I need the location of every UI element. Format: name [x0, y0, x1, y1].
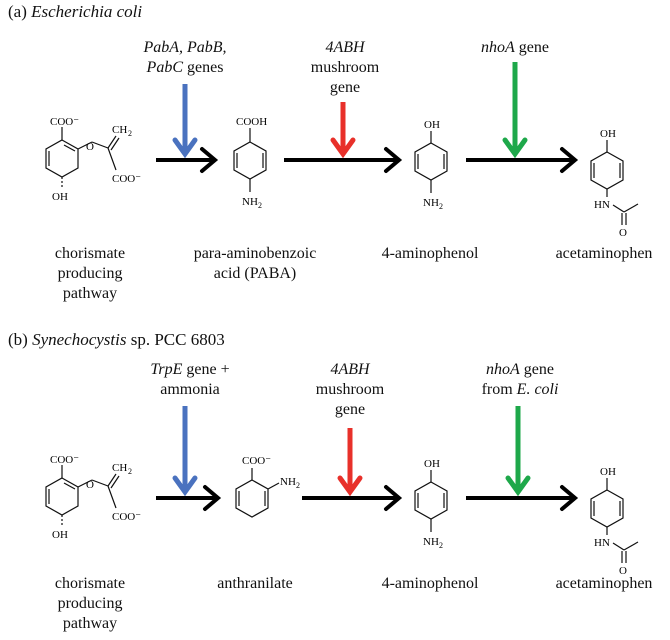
panel-a-compound-1-name: chorismate producing pathway	[54, 245, 126, 302]
acetaminophen-b-oh-label: OH	[600, 466, 616, 478]
panel-a-gene-2-arrow	[330, 102, 356, 159]
panel-b-gene-1-label: TrpE gene + ammonia	[150, 361, 230, 398]
panel-b-compound-1-name: chorismate producing pathway	[54, 575, 126, 632]
panel-b-acetaminophen-structure	[590, 478, 639, 563]
panel-b-aminophenol-structure	[414, 470, 448, 532]
panel-a-compound-4-name: acetaminophen	[555, 245, 653, 262]
chorismate-b-coo-label: COO⁻	[50, 454, 79, 466]
panel-a-reaction-arrow-2	[284, 147, 403, 173]
panel-a-gene-1-label: PabA, PabB, PabC genes	[143, 39, 227, 76]
paba-cooh-label: COOH	[236, 116, 267, 128]
panel-b-compound-3-name: 4-aminophenol	[381, 575, 479, 592]
chorismate-a-coo2-label: COO⁻	[112, 173, 141, 185]
panel-b-compound-4-name: acetaminophen	[555, 575, 653, 592]
panel-b-reaction-arrow-3	[466, 485, 579, 511]
acetaminophen-b-hn-label: HN	[594, 537, 610, 549]
panel-b-arrows: COO⁻ O CH 2 COO⁻ OH COO⁻ NH 2 OH NH 2	[45, 406, 639, 577]
panel-b-tag: (b)	[8, 330, 28, 349]
aminophenol-b-oh-label: OH	[424, 458, 440, 470]
panel-a-organism: Escherichia coli	[31, 2, 143, 21]
panel-b-reaction-arrow-2	[302, 485, 403, 511]
aminophenol-a-nh2-sub: 2	[439, 202, 443, 211]
aminophenol-a-nh2-label: NH	[423, 197, 439, 209]
panel-b-chorismate-structure	[45, 465, 120, 526]
panel-a-ecoli: (a) Escherichia coli PabA, PabB, PabC ge…	[8, 2, 653, 302]
panel-b-gene-3-arrow	[505, 406, 531, 497]
chorismate-b-ch2-sub: 2	[128, 467, 132, 476]
panel-a-acetaminophen-structure	[590, 140, 639, 225]
panel-a-compound-3-name: 4-aminophenol	[381, 245, 479, 262]
panel-b-compound-2-name: anthranilate	[217, 575, 293, 592]
aminophenol-a-oh-label: OH	[424, 119, 440, 131]
chorismate-b-ch2-label: CH	[112, 462, 127, 474]
panel-b-gene-2-arrow	[337, 428, 363, 497]
acetaminophen-a-o-label: O	[619, 227, 627, 239]
panel-a-reaction-arrow-1	[156, 147, 219, 173]
panel-b-synechocystis: (b) Synechocystis sp. PCC 6803 TrpE gene…	[0, 320, 670, 640]
panel-a-gene-3-arrow	[502, 62, 528, 159]
panel-a-arrows: COO⁻ O CH 2 COO⁻ OH COOH NH 2 OH NH 2	[45, 62, 639, 239]
acetaminophen-b-o-label: O	[619, 565, 627, 577]
panel-b-title: (b) Synechocystis sp. PCC 6803	[8, 330, 225, 350]
chorismate-a-ch2-sub: 2	[128, 129, 132, 138]
aminophenol-b-nh2-sub: 2	[439, 541, 443, 550]
paba-nh2-label: NH	[242, 196, 258, 208]
chorismate-a-o-label: O	[86, 141, 94, 153]
anthranilate-coo-label: COO⁻	[242, 455, 271, 467]
panel-a-reaction-arrow-3	[466, 147, 579, 173]
chorismate-a-oh-label: OH	[52, 191, 68, 203]
panel-a-gene-1-arrow	[172, 84, 198, 159]
chorismate-b-oh-label: OH	[52, 529, 68, 541]
panel-a-gene-3-label: nhoA gene	[481, 39, 549, 56]
panel-a-aminophenol-structure	[414, 131, 448, 193]
panel-b-gene-1-arrow	[172, 406, 198, 497]
panel-a-title: (a) Escherichia coli	[8, 2, 142, 22]
chorismate-b-coo2-label: COO⁻	[112, 511, 141, 523]
panel-b-gene-2-label: 4ABH mushroom gene	[315, 361, 385, 418]
panel-a-tag: (a)	[8, 2, 27, 21]
panel-b-anthranilate-structure	[235, 468, 280, 518]
chorismate-a-ch2-label: CH	[112, 124, 127, 136]
panel-b-reaction-arrow-1	[156, 485, 222, 511]
paba-nh2-sub: 2	[258, 201, 262, 210]
acetaminophen-a-hn-label: HN	[594, 199, 610, 211]
panel-b-organism-rest: sp. PCC 6803	[126, 330, 225, 349]
chorismate-a-coo-label: COO⁻	[50, 116, 79, 128]
aminophenol-b-nh2-label: NH	[423, 536, 439, 548]
panel-a-compound-2-name: para-aminobenzoic acid (PABA)	[193, 245, 317, 282]
acetaminophen-a-oh-label: OH	[600, 128, 616, 140]
panel-a-paba-structure	[233, 128, 267, 192]
chorismate-b-o-label: O	[86, 479, 94, 491]
panel-b-organism-italic: Synechocystis	[32, 330, 127, 349]
panel-a-gene-2-label: 4ABH mushroom gene	[310, 39, 380, 96]
anthranilate-nh2-sub: 2	[296, 481, 300, 490]
anthranilate-nh2-label: NH	[280, 476, 296, 488]
panel-b-gene-3-label: nhoA gene from E. coli	[481, 361, 559, 398]
panel-a-chorismate-structure	[45, 127, 120, 188]
